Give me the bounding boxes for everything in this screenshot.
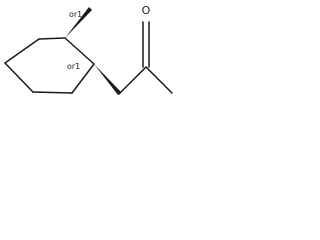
oxygen-label: O [142, 4, 151, 17]
chain-bond-1 [118, 66, 147, 95]
stereo-label-bottom: or1 [67, 62, 80, 71]
chain-bond-2 [145, 66, 173, 94]
ch2-wedge-bond [94, 64, 121, 95]
methyl-wedge-bond [65, 7, 92, 38]
ring-bond-4 [4, 62, 34, 93]
ring-bond-6 [38, 37, 66, 40]
ring-bond-2 [71, 63, 95, 94]
ring-bond-5 [4, 38, 40, 64]
ring-bond-3 [32, 91, 73, 94]
ring-bond-1 [64, 37, 95, 65]
stereo-label-top: or1 [69, 10, 82, 19]
structure-diagram: O or1 or1 [4, 4, 173, 95]
